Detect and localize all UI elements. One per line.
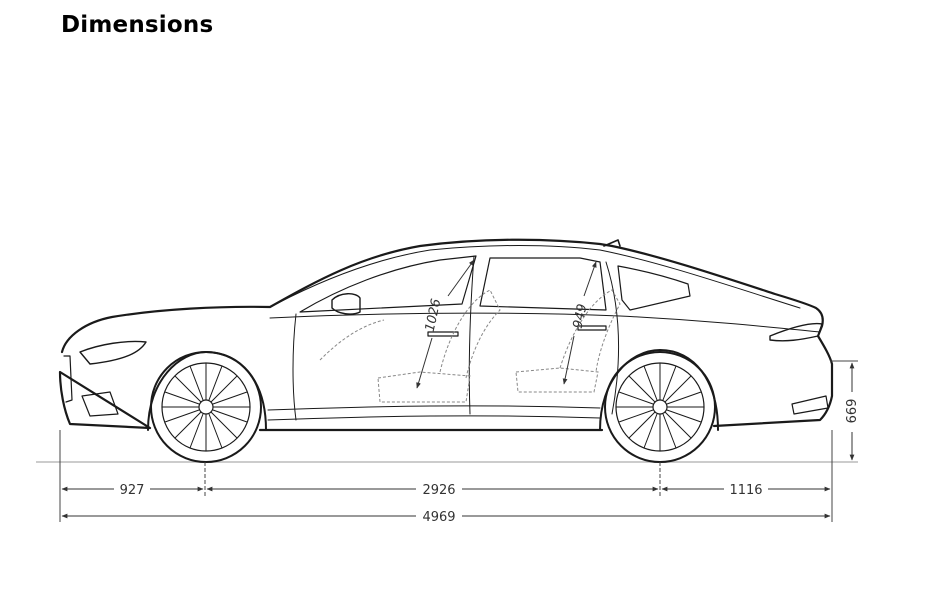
rear-height-label: 669 — [845, 399, 860, 424]
rear-height-dimension: 669 — [845, 362, 860, 461]
rear-headroom-label: 949 — [571, 303, 591, 330]
page-title: Dimensions — [61, 12, 214, 38]
overall-length-dimension: 4969 — [61, 510, 831, 525]
extension-lines — [59, 360, 858, 522]
front-headroom-label: 1026 — [423, 298, 445, 333]
wheelbase-dimension: 2926 — [206, 483, 659, 498]
wheelbase-label: 2926 — [422, 483, 455, 498]
rear-headroom-dimension: 949 — [562, 261, 597, 385]
seat-outlines — [319, 289, 621, 403]
car-body-outline — [58, 238, 834, 432]
front-wheel — [150, 351, 262, 463]
rear-overhang-dimension: 1116 — [661, 483, 831, 498]
front-overhang-label: 927 — [120, 483, 145, 498]
rear-wheel — [604, 351, 716, 463]
rear-overhang-label: 1116 — [729, 483, 762, 498]
overall-length-label: 4969 — [422, 510, 455, 525]
front-headroom-dimension: 1026 — [416, 259, 475, 389]
front-overhang-dimension: 927 — [61, 483, 204, 498]
